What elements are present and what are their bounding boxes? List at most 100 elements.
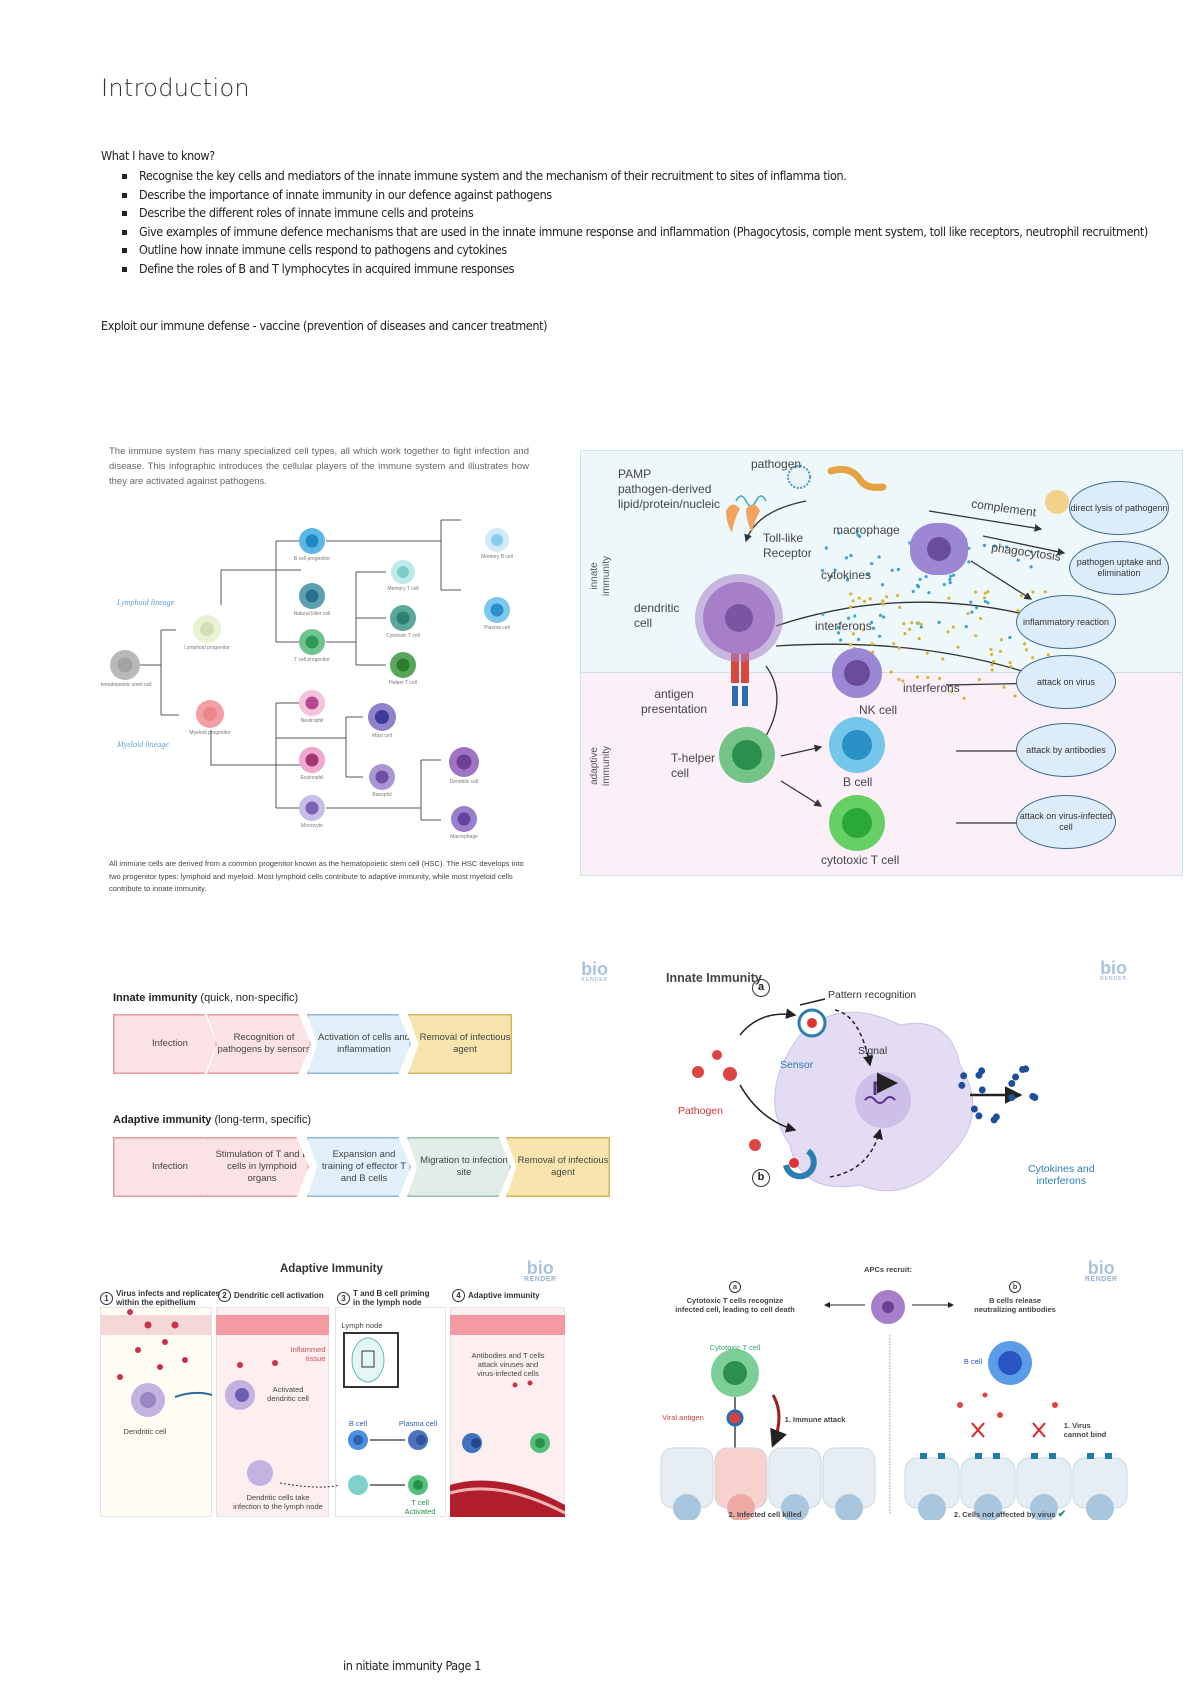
t-helper-cell xyxy=(719,727,775,783)
lineage-cell xyxy=(299,583,325,609)
step-number: 4 xyxy=(452,1289,465,1302)
marker-a: a xyxy=(729,1281,741,1293)
cytokines-label: cytokines xyxy=(821,568,872,582)
exploit-note: Exploit our immune defense - vaccine (pr… xyxy=(101,318,548,333)
adaptive-figure-title: Adaptive Immunity xyxy=(280,1263,383,1275)
step-label: Virus infects and replicates within the … xyxy=(116,1289,220,1307)
lineage-intro: The immune system has many specialized c… xyxy=(109,446,529,487)
viral-antigen-label: Viral antigen xyxy=(662,1413,704,1422)
lineage-cell-label: Basophil xyxy=(372,792,392,798)
immune-overview-figure: innate immunity adaptive immunity PAMP p… xyxy=(580,450,1183,876)
lineage-cell xyxy=(368,703,396,731)
sensor-label: Sensor xyxy=(780,1059,814,1071)
dc-migrate-label: Dendritic cells take infection to the ly… xyxy=(233,1493,323,1511)
flow-step: Infection xyxy=(113,1014,217,1074)
lineage-cell-label: Eosinophil xyxy=(300,775,324,781)
innate-diagram-shapes xyxy=(692,998,1039,1192)
list-item: Recognise the key cells and mediators of… xyxy=(101,167,1191,186)
infected-cell-killed-label: 2. Infected cell killed xyxy=(728,1510,802,1519)
cytotoxic-t-label: Cytotoxic T cell xyxy=(709,1343,761,1352)
panel-2 xyxy=(216,1307,329,1517)
lineage-cell-label: Memory T cell xyxy=(387,586,419,592)
outcome-inflammatory-reaction: inflammatory reaction xyxy=(1016,595,1116,649)
lineage-cell xyxy=(451,806,477,832)
flow-step: Infection xyxy=(113,1137,217,1197)
adaptive-flow-title: Adaptive immunity (long-term, specific) xyxy=(113,1114,312,1126)
lineage-cell-label: Helper T cell xyxy=(389,680,417,686)
outcome-direct-lysis: direct lysis of pathogenn xyxy=(1069,481,1169,535)
lineage-cell xyxy=(110,650,140,680)
lineage-cell xyxy=(193,615,221,643)
lineage-cell xyxy=(391,560,415,584)
flow-step: Recognition of pathogens by sensors xyxy=(207,1014,311,1074)
lineage-cell xyxy=(369,764,395,790)
dendritic-cell-label: Dendritic cell xyxy=(123,1427,167,1436)
lineage-cell xyxy=(390,605,416,631)
lineage-cell xyxy=(390,652,416,678)
antigen-presentation-label: antigen presentation xyxy=(641,687,708,716)
myeloid-lineage-label: Myeloid lineage xyxy=(117,740,169,749)
lymph-node-label: Lymph node xyxy=(341,1321,383,1330)
step-number: 3 xyxy=(337,1291,350,1305)
lineage-cell xyxy=(196,700,224,728)
pattern-recognition-label: Pattern recognition xyxy=(828,989,917,1001)
nk-cell xyxy=(832,648,882,698)
b-cell-label: B cell xyxy=(843,775,873,789)
cells-not-affected-label: 2. Cells not affected by virus ✔ xyxy=(953,1509,1067,1520)
outcome-pathogen-uptake: pathogen uptake and elimination xyxy=(1069,541,1169,595)
apc-diagram-shapes xyxy=(660,1290,1128,1520)
adaptive-diagram-shapes xyxy=(100,1309,565,1517)
cytotoxic-t-cell xyxy=(829,795,885,851)
lineage-cell xyxy=(299,690,325,716)
list-item: Describe the importance of innate immuni… xyxy=(101,186,1191,205)
lineage-cell-label: Mast cell xyxy=(372,733,392,739)
lineage-tree-lines xyxy=(137,519,461,821)
step-label: Dendritic cell activation xyxy=(234,1291,324,1300)
check-icon: ✔ xyxy=(1057,1509,1067,1520)
innate-flow-title: Innate immunity (quick, non-specific) xyxy=(113,992,299,1004)
lineage-cell-label: Memory B cell xyxy=(481,554,513,560)
panel-1 xyxy=(100,1307,212,1517)
signal-label: Signal xyxy=(858,1045,888,1057)
lineage-cell-label: Natural killer cell xyxy=(293,611,331,617)
lineage-cell xyxy=(485,528,509,552)
step-number: 1 xyxy=(100,1291,113,1305)
b-cell-label: B cell xyxy=(963,1357,983,1366)
t-cell-activated-label: T cell Activated xyxy=(404,1498,436,1516)
b-cell xyxy=(829,717,885,773)
virus-cannot-bind-label: 1. Virus cannot bind xyxy=(1063,1421,1107,1439)
interferons-label-2: interferons xyxy=(903,681,960,695)
list-item: Define the roles of B and T lymphocytes … xyxy=(101,260,1191,279)
list-item: Outline how innate immune cells respond … xyxy=(101,241,1191,260)
lineage-cell xyxy=(299,629,325,655)
pamp-label: PAMP pathogen-derived lipid/protein/nucl… xyxy=(618,467,721,511)
lineage-cell xyxy=(299,747,325,773)
outcome-attack-on-infected-cell: attack on virus-infected cell xyxy=(1016,795,1116,849)
outcome-attack-by-antibodies: attack by antibodies xyxy=(1016,723,1116,777)
lineage-cell-label: Monocyte xyxy=(301,823,323,829)
flow-step: Expansion and training of effector T and… xyxy=(307,1137,411,1197)
dendritic-cell-label: dendritic cell xyxy=(634,601,680,630)
outcome-attack-on-virus: attack on virus xyxy=(1016,655,1116,709)
toll-like-receptor-label: Toll-like Receptor xyxy=(763,531,812,560)
page-title: Introduction xyxy=(101,74,250,102)
pathogen-label: pathogen xyxy=(751,457,802,471)
lineage-cell-label: Cytotoxic T cell xyxy=(386,633,420,639)
antibodies-label: Antibodies and T cells attack viruses an… xyxy=(471,1351,545,1378)
macrophage-label: macrophage xyxy=(833,523,900,537)
list-item: Describe the different roles of innate i… xyxy=(101,204,1191,223)
step-label: T and B cell priming in the lymph node xyxy=(353,1289,430,1307)
lineage-cell xyxy=(484,597,510,623)
flow-step: Stimulation of T and B cells in lymphoid… xyxy=(205,1137,309,1197)
nk-cell-label: NK cell xyxy=(859,703,898,717)
cytotoxic-t-cell-label: cytotoxic T cell xyxy=(821,853,900,867)
lineage-cell-label: B cell progenitor xyxy=(293,556,331,562)
